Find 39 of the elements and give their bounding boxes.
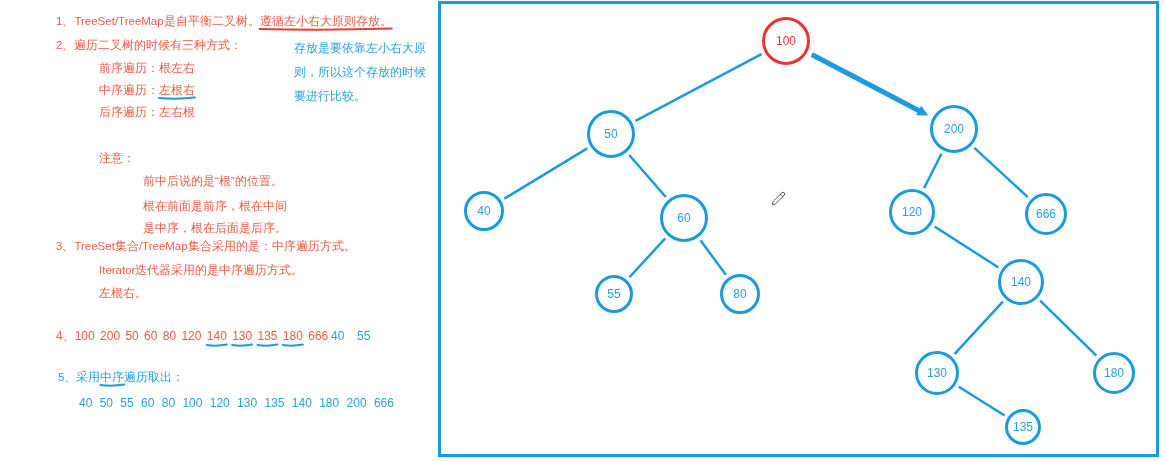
node-value: 200: [944, 122, 964, 136]
node-value: 120: [902, 205, 922, 219]
node-value: 100: [776, 34, 796, 48]
note-text: 前中后说的是“根”的位置。: [143, 174, 283, 189]
side-note-text: 存放是要依靠左小右大原则，所以这个存放的时候要进行比较。: [294, 41, 427, 104]
node-value: 135: [1013, 420, 1033, 434]
tree-edge-line: [634, 52, 763, 123]
tree-edge-line: [503, 147, 588, 200]
node-value: 130: [927, 366, 947, 380]
tree-edge-line: [922, 153, 943, 189]
note-text: 左根右。: [99, 286, 147, 301]
note-text: Iterator迭代器采用的是中序遍历方式。: [99, 263, 304, 278]
node-value: 140: [1011, 275, 1031, 289]
node-value: 60: [677, 211, 691, 225]
note-text: 后序遍历：左右根: [99, 105, 195, 120]
list-item-text: 2、遍历二叉树的时候有三种方式：: [56, 38, 243, 53]
number-sequence: 4、100 200 50 60 80 120 140 130 135 180 666: [56, 328, 329, 344]
tree-edge-line: [933, 225, 1000, 269]
note-text: 中序遍历：左根右: [99, 83, 195, 98]
node-value: 666: [1036, 207, 1056, 221]
note-text: 注意：: [99, 151, 135, 166]
list-item-text: 5、采用中序遍历取出：: [58, 370, 185, 385]
number-text: 55: [357, 328, 371, 344]
list-item-text: 1、TreeSet/TreeMap是自平衡二叉树。遵循左小右大原则存放。: [56, 14, 392, 29]
note-text: 根在前面是前序，根在中间是中序，根在后面是后序。: [143, 199, 288, 236]
number-text: 40: [331, 328, 345, 344]
node-value: 55: [607, 287, 621, 301]
node-value: 180: [1104, 366, 1124, 380]
number-sequence: 40 50 55 60 80 100 120 130 135 140 180 200 666: [79, 395, 394, 411]
tree-edge-line: [628, 237, 667, 279]
tree-edge-line: [973, 146, 1029, 199]
tree-edge-line: [958, 385, 1006, 417]
note-text: 前序遍历：根左右: [99, 61, 195, 76]
arrow: [810, 52, 929, 116]
list-item-text: 3、TreeSet集合/TreeMap集合采用的是：中序遍历方式。: [56, 239, 356, 254]
node-value: 80: [733, 287, 747, 301]
node-value: 40: [477, 204, 491, 218]
node-value: 50: [604, 127, 618, 141]
frame-panel: [438, 1, 1159, 457]
